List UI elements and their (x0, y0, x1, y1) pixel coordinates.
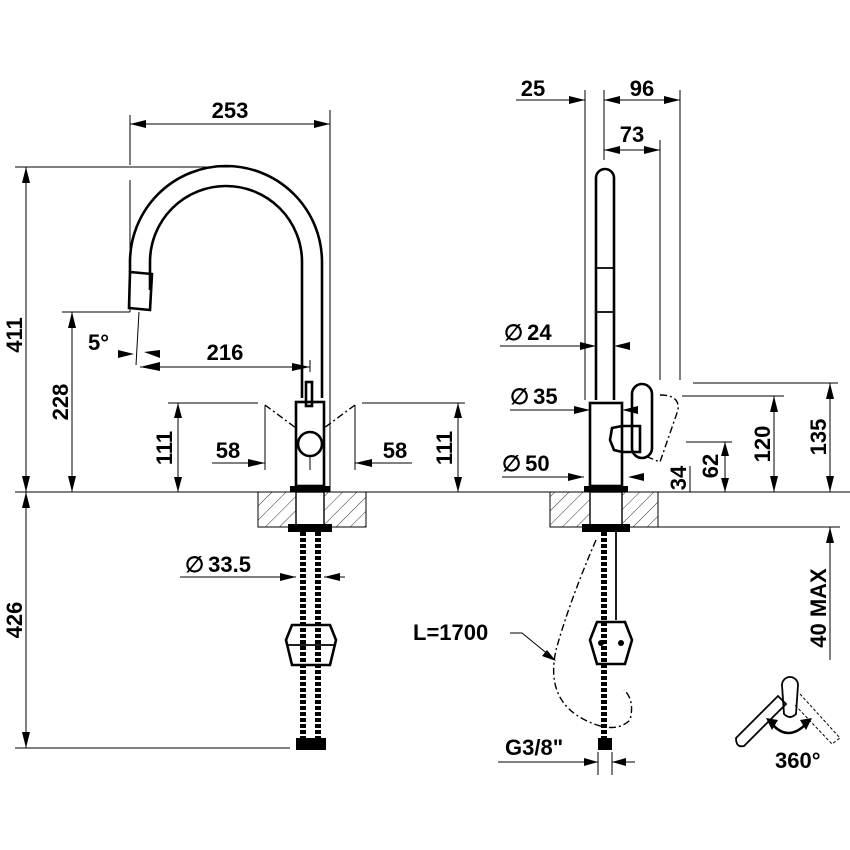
spout-outer (128, 164, 324, 398)
dim-width-253: 253 (212, 98, 249, 123)
side-view: 25 96 73 ∅24 ∅35 ∅50 34 62 120 135 40 MA… (413, 76, 841, 775)
faucet-body (294, 400, 326, 488)
dim-120: 120 (750, 426, 775, 463)
dim-handle-offset-right: 58 (383, 438, 407, 463)
dim-spout-diameter: ∅24 (504, 320, 552, 345)
dim-height-411: 411 (2, 317, 27, 353)
hose-length-label: L=1700 (413, 620, 488, 645)
dim-offset-73: 73 (620, 122, 644, 147)
thread-size-label: G3/8" (505, 735, 563, 760)
side-body (588, 401, 624, 488)
lever-stem (304, 380, 314, 408)
weight-connector (284, 623, 338, 667)
spray-head (127, 270, 154, 312)
dim-handle-height-left: 111 (152, 431, 177, 465)
dim-length-426: 426 (2, 602, 27, 639)
dim-angle-5: 5° (88, 330, 109, 355)
dim-offset-96: 96 (630, 76, 654, 101)
side-lever (630, 382, 654, 460)
dim-offset-25: 25 (521, 76, 545, 101)
handle-knob (296, 430, 324, 458)
dim-spout-height-228: 228 (48, 384, 73, 421)
dim-135: 135 (806, 419, 831, 456)
dim-shank-diameter: ∅33.5 (185, 552, 251, 577)
dim-counter-thickness: 40 MAX (806, 568, 831, 648)
dim-body-diameter: ∅35 (510, 384, 558, 409)
dim-handle-offset-left: 58 (216, 438, 240, 463)
rotation-label: 360° (775, 748, 821, 773)
hose-nut (296, 738, 326, 750)
rotation-360-icon: 360° (735, 676, 841, 773)
front-view: 253 411 228 5° 216 111 111 (2, 98, 465, 750)
dim-reach-216: 216 (207, 340, 244, 365)
base-flange (290, 486, 330, 492)
side-spout (594, 167, 616, 400)
dim-handle-height-right: 111 (432, 431, 457, 465)
dim-base-diameter: ∅50 (502, 451, 550, 476)
side-weight (588, 620, 634, 666)
spout-inner (148, 184, 304, 398)
dim-62: 62 (698, 454, 723, 478)
dim-34: 34 (666, 465, 691, 490)
side-handle-hub (608, 424, 642, 454)
